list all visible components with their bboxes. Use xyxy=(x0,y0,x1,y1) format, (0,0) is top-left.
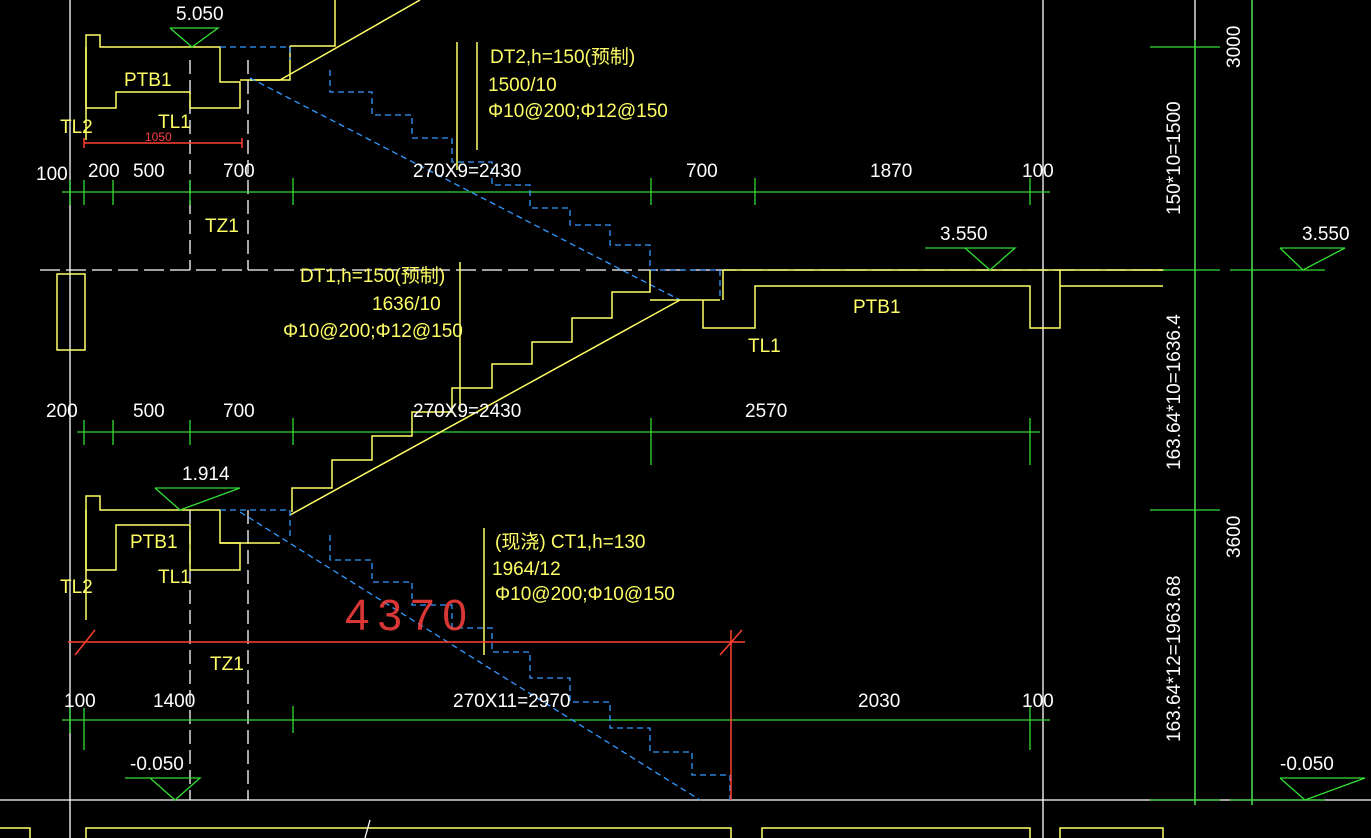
vdim-top: 3000 xyxy=(1224,26,1245,68)
elevation-low: 1.914 xyxy=(182,464,230,485)
elevation-mid-left: 3.550 xyxy=(940,224,988,245)
label-ptb1-low: PTB1 xyxy=(130,532,178,553)
dim-row1-1: 200 xyxy=(88,161,120,182)
dim-row2-1: 500 xyxy=(133,401,165,422)
dt1-title: DT1,h=150(预制) xyxy=(300,265,445,287)
label-tl2-low: TL2 xyxy=(60,577,93,598)
floor-slabs xyxy=(0,819,1164,838)
vdim-flight-mid: 163.64*10=1636.4 xyxy=(1164,314,1185,470)
elevation-bottom-left: -0.050 xyxy=(130,754,184,775)
dt2-size: 1500/10 xyxy=(488,75,557,96)
dim-row1-7: 100 xyxy=(1022,161,1054,182)
dim-row1-6: 1870 xyxy=(870,161,912,182)
dim-row2-4: 2570 xyxy=(745,401,787,422)
label-tl1-mid: TL1 xyxy=(748,336,781,357)
dim-row2-0: 200 xyxy=(46,401,78,422)
label-tz1-low: TZ1 xyxy=(210,654,244,675)
dt1-rebar: Φ10@200;Φ12@150 xyxy=(283,321,463,342)
dim-1050: 1050 xyxy=(145,130,172,144)
dim-row3-3: 2030 xyxy=(858,691,900,712)
label-tz1-top: TZ1 xyxy=(205,216,239,237)
dim-row1-0: 100 xyxy=(36,164,68,185)
dimension-lines xyxy=(62,0,1325,805)
dim-row2-3: 270X9=2430 xyxy=(413,401,521,422)
hidden-flight-ct1 xyxy=(220,509,731,801)
label-tl1-low: TL1 xyxy=(158,567,191,588)
red-dimensions xyxy=(68,138,745,800)
dt1-size: 1636/10 xyxy=(372,294,441,315)
dim-row1-2: 500 xyxy=(133,161,165,182)
vdim-flight-low: 163.64*12=1963.68 xyxy=(1164,576,1185,742)
dim-row1-4: 270X9=2430 xyxy=(413,161,521,182)
top-landing xyxy=(85,0,478,170)
label-ptb1-top: PTB1 xyxy=(124,70,172,91)
dim-row2-2: 700 xyxy=(223,401,255,422)
elevation-top: 5.050 xyxy=(176,4,224,25)
hidden-flight-dt2 xyxy=(220,46,721,301)
elevation-bottom-right: -0.050 xyxy=(1280,754,1334,775)
dim-4370: 4370 xyxy=(345,591,475,640)
dim-row3-2: 270X11=2970 xyxy=(453,691,570,712)
label-tl1-top: TL1 xyxy=(158,112,191,133)
ct1-rebar: Φ10@200;Φ10@150 xyxy=(495,584,675,605)
dim-row3-4: 100 xyxy=(1022,691,1054,712)
dt2-rebar: Φ10@200;Φ12@150 xyxy=(488,101,668,122)
elevation-markers xyxy=(125,27,1366,801)
vdim-flight-top: 150*10=1500 xyxy=(1164,101,1185,215)
dim-row3-0: 100 xyxy=(64,691,96,712)
label-tl2-top: TL2 xyxy=(60,117,93,138)
elevation-mid-right: 3.550 xyxy=(1302,224,1350,245)
dt2-title: DT2,h=150(预制) xyxy=(490,46,635,68)
flight-dt1 xyxy=(56,262,1163,516)
ct1-title: (现浇) CT1,h=130 xyxy=(495,531,645,553)
dim-row1-5: 700 xyxy=(686,161,718,182)
ct1-size: 1964/12 xyxy=(492,559,561,580)
low-landing xyxy=(85,495,485,655)
vdim-story: 3600 xyxy=(1224,516,1245,558)
dim-row3-1: 1400 xyxy=(153,691,195,712)
dim-row1-3: 700 xyxy=(223,161,255,182)
label-ptb1-mid: PTB1 xyxy=(853,297,901,318)
